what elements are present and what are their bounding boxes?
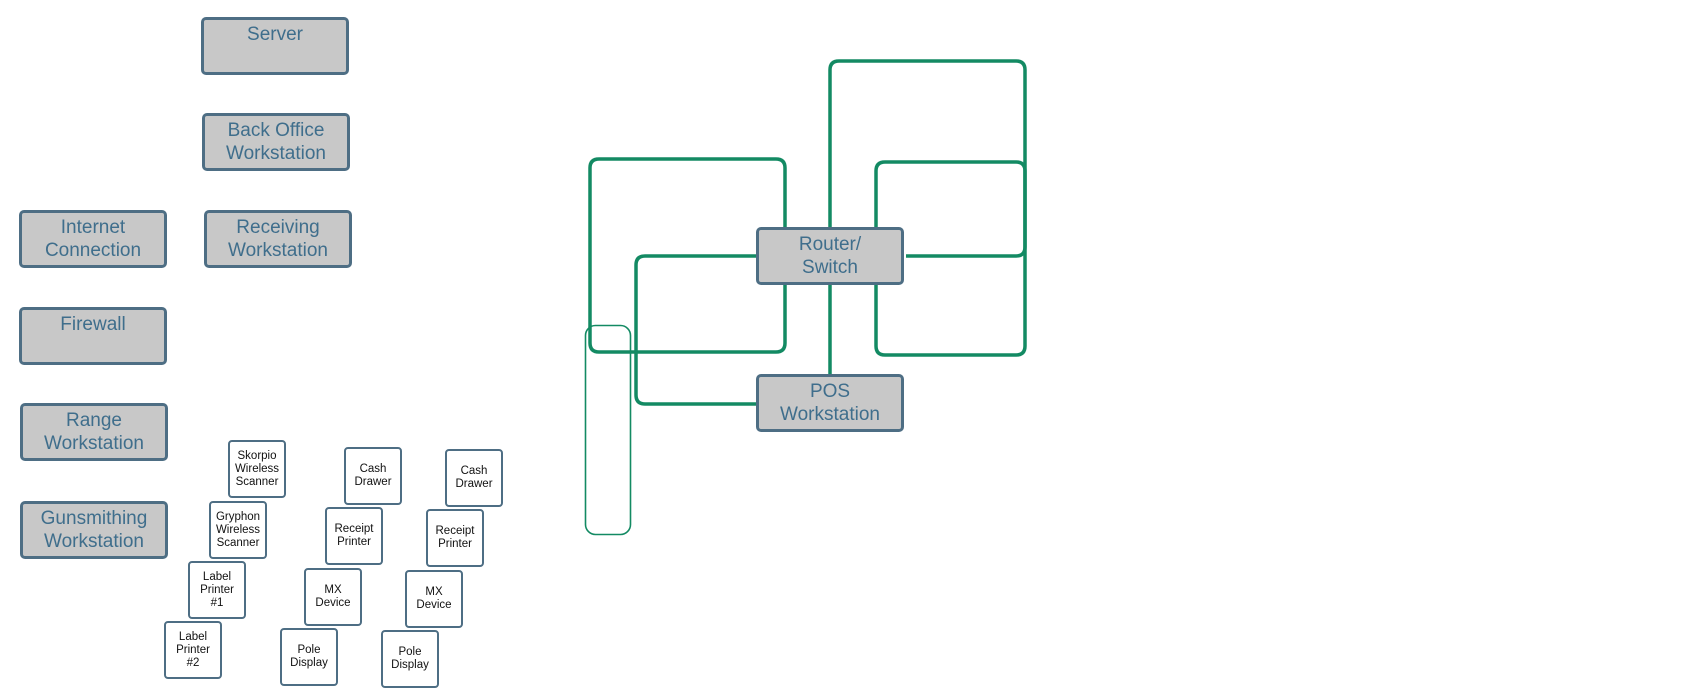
skorpio-scanner-device: Skorpio Wireless Scanner: [228, 440, 286, 498]
internet-connection-node: Internet Connection: [19, 210, 167, 268]
mx-device-1: MX Device: [304, 568, 362, 626]
receipt-printer-2-label: Receipt Printer: [435, 525, 475, 550]
receipt-printer-2-device: Receipt Printer: [426, 509, 484, 567]
cash-drawer-2-device: Cash Drawer: [445, 449, 503, 507]
connector-top-loop: [828, 59, 1027, 357]
range-workstation-node: Range Workstation: [20, 403, 168, 461]
back-office-workstation-node: Back Office Workstation: [202, 113, 350, 171]
router-switch-label: Router/ Switch: [798, 234, 862, 278]
server-node: Server: [201, 17, 349, 75]
gryphon-scanner-label: Gryphon Wireless Scanner: [215, 510, 261, 549]
cash-drawer-1-device: Cash Drawer: [344, 447, 402, 505]
pos-workstation-node: POS Workstation: [756, 374, 904, 432]
receipt-printer-1-label: Receipt Printer: [334, 523, 374, 548]
receipt-printer-1-device: Receipt Printer: [325, 507, 383, 565]
receiving-workstation-node: Receiving Workstation: [204, 210, 352, 268]
mx-device-2-label: MX Device: [416, 586, 452, 611]
skorpio-scanner-label: Skorpio Wireless Scanner: [234, 449, 280, 488]
pole-display-1-label: Pole Display: [290, 644, 328, 669]
firewall-node: Firewall: [19, 307, 167, 365]
empty-outline-box: [584, 324, 632, 536]
connector-pos-branch: [634, 254, 756, 406]
pos-workstation-label: POS Workstation: [780, 381, 880, 425]
back-office-workstation-label: Back Office Workstation: [226, 120, 326, 164]
label-printer-1-device: Label Printer #1: [188, 561, 246, 619]
connector-right-loop: [874, 160, 1027, 258]
cash-drawer-2-label: Cash Drawer: [455, 465, 493, 490]
router-switch-node: Router/ Switch: [756, 227, 904, 285]
server-label: Server: [247, 24, 303, 45]
label-printer-2-device: Label Printer #2: [164, 621, 222, 679]
mx-device-1-label: MX Device: [315, 584, 351, 609]
pole-display-2-device: Pole Display: [381, 630, 439, 688]
gunsmithing-workstation-node: Gunsmithing Workstation: [20, 501, 168, 559]
cash-drawer-1-label: Cash Drawer: [354, 463, 392, 488]
gunsmithing-workstation-label: Gunsmithing Workstation: [40, 508, 148, 552]
gryphon-scanner-device: Gryphon Wireless Scanner: [209, 501, 267, 559]
label-printer-2-label: Label Printer #2: [176, 630, 210, 669]
pole-display-1-device: Pole Display: [280, 628, 338, 686]
range-workstation-label: Range Workstation: [44, 410, 144, 454]
pole-display-2-label: Pole Display: [391, 646, 429, 671]
connector-left-loop: [588, 157, 787, 354]
receiving-workstation-label: Receiving Workstation: [228, 217, 328, 261]
internet-connection-label: Internet Connection: [44, 217, 142, 261]
firewall-label: Firewall: [60, 314, 126, 335]
mx-device-2: MX Device: [405, 570, 463, 628]
label-printer-1-label: Label Printer #1: [200, 570, 234, 609]
